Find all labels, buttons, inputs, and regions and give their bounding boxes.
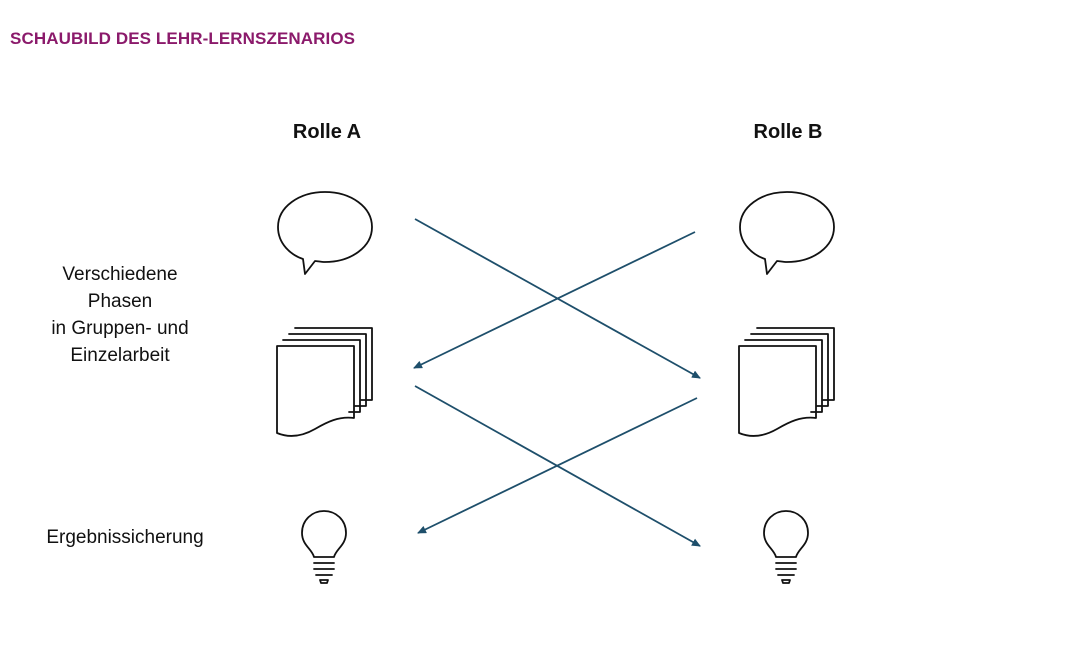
lightbulb-icon — [763, 510, 809, 584]
result-label: Ergebnissicherung — [46, 527, 204, 548]
phases-label-line: Phasen — [87, 291, 153, 312]
phases-label-line: Verschiedene — [62, 264, 178, 285]
role-a-title: Rolle A — [292, 121, 362, 143]
page-title: SCHAUBILD DES LEHR-LERNSZENARIOS — [10, 29, 356, 48]
phases-label-line: Einzelarbeit — [70, 345, 170, 366]
lightbulb-icon — [301, 510, 347, 584]
phases-label: Verschiedene Phasen in Gruppen- und Einz… — [20, 261, 220, 369]
stacked-documents-icon — [276, 327, 373, 437]
speech-bubble-icon — [739, 191, 835, 275]
role-b-title: Rolle B — [753, 121, 823, 143]
phases-label-line: in Gruppen- und — [51, 318, 189, 339]
arrow-b-to-a — [417, 397, 698, 534]
speech-bubble-icon — [277, 191, 373, 275]
stacked-documents-icon — [738, 327, 835, 437]
arrow-b-to-a — [413, 231, 696, 369]
